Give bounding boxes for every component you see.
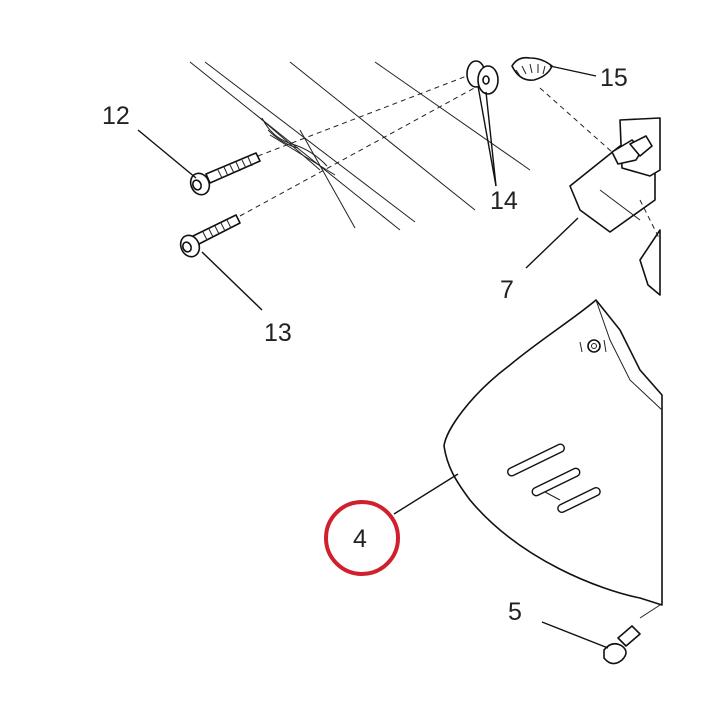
washers-14 <box>466 60 499 95</box>
assembly-dash-lines <box>239 73 613 217</box>
callout-5: 5 <box>508 598 522 626</box>
callout-12: 12 <box>102 102 130 130</box>
screw-13 <box>179 214 241 258</box>
callout-15: 15 <box>600 64 628 92</box>
callout-13: 13 <box>264 319 292 347</box>
callout-4: 4 <box>353 525 367 553</box>
frame-structure-lines <box>189 61 531 231</box>
cover-panel-4 <box>443 299 663 606</box>
clamp-bracket-7 <box>569 117 661 296</box>
screw-5 <box>603 604 661 665</box>
callout-labels: 12 13 14 15 7 4 5 <box>102 64 628 626</box>
callout-14: 14 <box>490 187 518 215</box>
callout-7: 7 <box>500 276 514 304</box>
grommet-15 <box>511 56 553 82</box>
screw-12 <box>189 152 261 196</box>
highlight-circle <box>324 500 400 576</box>
leader-lines <box>137 65 609 649</box>
